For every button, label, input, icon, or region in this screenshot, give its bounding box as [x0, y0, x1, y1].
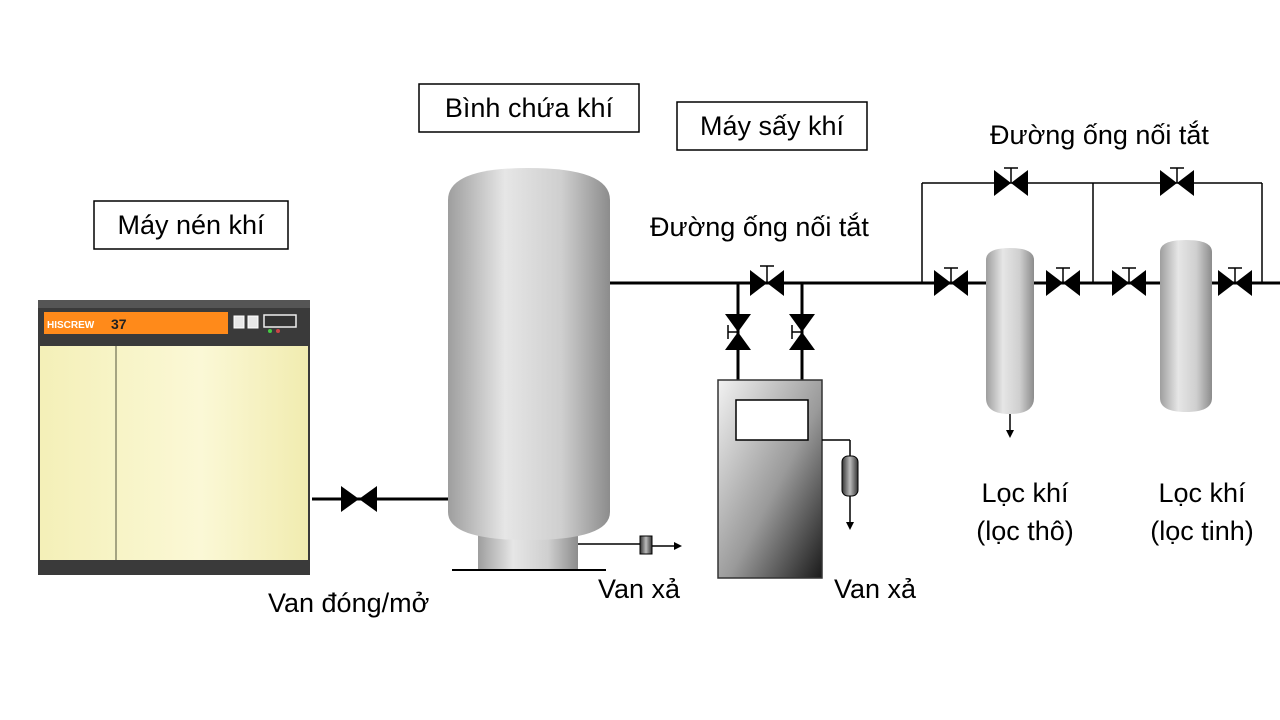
label-tank: Bình chứa khí — [418, 83, 640, 133]
coarse-filter-outlet-valve-icon — [1046, 267, 1080, 296]
coarse-filter — [986, 248, 1034, 438]
air-dryer — [717, 379, 859, 579]
filter-bypass-valve-1-icon — [994, 167, 1028, 196]
label-coarse-filter-subtitle: (lọc thô) — [976, 516, 1074, 546]
fine-filter-inlet-valve-icon — [1112, 267, 1146, 296]
compressor-brand: HISCREW — [47, 320, 95, 331]
compressor-model: 37 — [111, 316, 127, 332]
label-fine-filter-title: Lọc khí — [1158, 478, 1246, 508]
label-bypass-filters: Đường ống nối tắt — [990, 119, 1209, 150]
label-coarse-filter-title: Lọc khí — [981, 478, 1069, 508]
dryer-bypass-valve-icon — [750, 265, 784, 296]
label-bypass-dryer: Đường ống nối tắt — [650, 211, 869, 242]
air-receiver-tank — [448, 168, 682, 571]
coarse-filter-inlet-valve-icon — [934, 267, 968, 296]
compressor-display-panel — [44, 312, 228, 334]
filter-bypass-valve-2-icon — [1160, 167, 1194, 196]
svg-text:Máy sấy khí: Máy sấy khí — [700, 111, 845, 141]
fine-filter-outlet-valve-icon — [1218, 267, 1252, 296]
air-compressor: HISCREW 37 — [38, 300, 310, 575]
label-dryer: Máy sấy khí — [676, 101, 868, 151]
dryer-inlet-valve-icon — [725, 314, 751, 350]
shutoff-valve-icon — [341, 486, 377, 512]
label-shutoff-valve: Van đóng/mở — [268, 588, 429, 618]
svg-text:Bình chứa khí: Bình chứa khí — [445, 93, 614, 123]
fine-filter — [1160, 240, 1212, 412]
label-compressor: Máy nén khí — [93, 200, 289, 250]
label-fine-filter-subtitle: (lọc tinh) — [1150, 516, 1254, 546]
dryer-outlet-valve-icon — [789, 314, 815, 350]
svg-text:Máy nén khí: Máy nén khí — [117, 210, 265, 240]
label-drain-dryer: Van xả — [834, 574, 917, 604]
label-drain-tank: Van xả — [598, 574, 681, 604]
